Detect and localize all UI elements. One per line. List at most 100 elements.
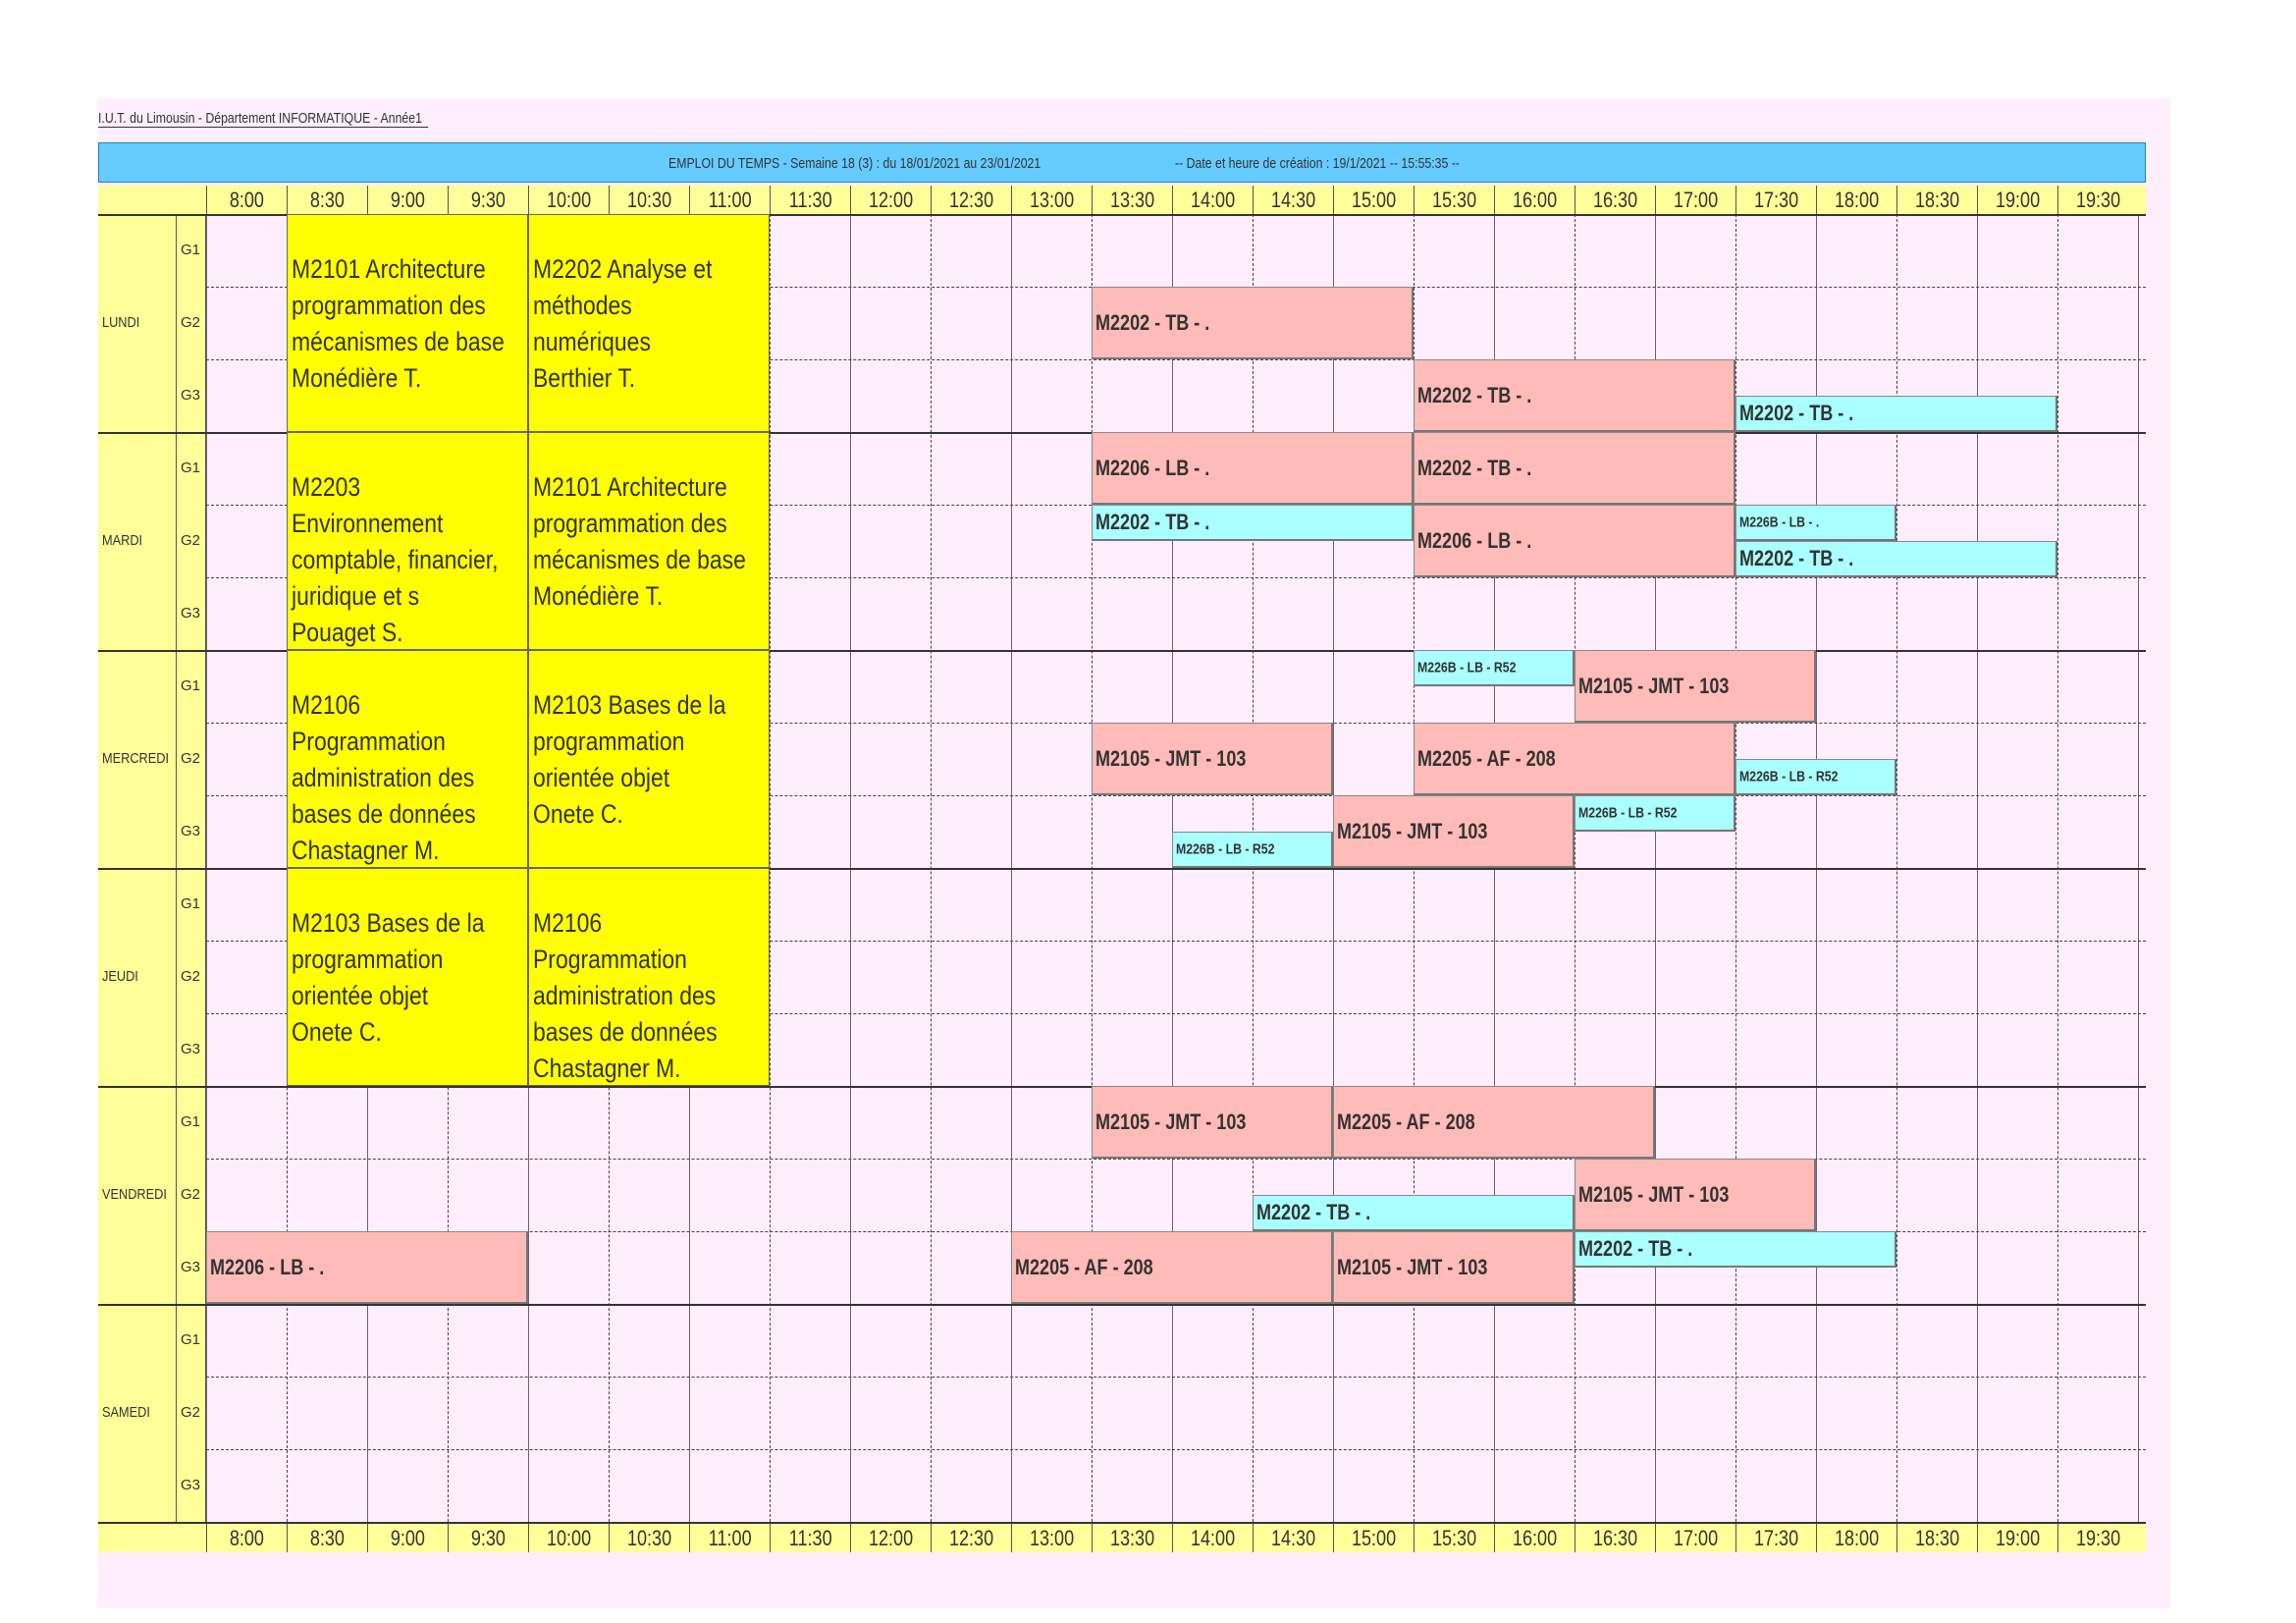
tp-session-block[interactable]: M226B - LB - R52 bbox=[1172, 832, 1333, 868]
day-label: MARDI bbox=[102, 532, 143, 549]
td-session-block[interactable]: M2206 - LB - . bbox=[206, 1231, 528, 1304]
session-label: M2205 - AF - 208 bbox=[1417, 745, 1556, 771]
session-label: M2206 - LB - . bbox=[210, 1254, 325, 1279]
tp-session-block[interactable]: M226B - LB - R52 bbox=[1735, 759, 1896, 795]
lecture-line: administration des bbox=[533, 980, 717, 1010]
time-tick: 17:00 bbox=[1655, 186, 1735, 214]
tp-session-block[interactable]: M2202 - TB - . bbox=[1735, 541, 2057, 577]
group-label: G3 bbox=[181, 387, 201, 404]
grid-line bbox=[206, 1013, 2146, 1014]
tp-session-block[interactable]: M2202 - TB - . bbox=[1575, 1231, 1896, 1268]
lecture-line: Onete C. bbox=[533, 799, 623, 829]
tp-session-block[interactable]: M226B - LB - . bbox=[1735, 505, 1896, 541]
lecture-line: comptable, financier, bbox=[292, 544, 499, 574]
group-label: G2 bbox=[181, 1404, 201, 1421]
time-tick: 16:30 bbox=[1575, 186, 1655, 214]
group-label: G3 bbox=[181, 1259, 201, 1275]
group-label: G2 bbox=[181, 314, 201, 331]
td-session-block[interactable]: M2105 - JMT - 103 bbox=[1333, 795, 1575, 868]
td-session-block[interactable]: M2202 - TB - . bbox=[1092, 287, 1414, 359]
td-session-block[interactable]: M2205 - AF - 208 bbox=[1333, 1086, 1655, 1159]
day-cell: JEUDI bbox=[98, 868, 177, 1086]
td-session-block[interactable]: M2105 - JMT - 103 bbox=[1575, 650, 1816, 723]
time-tick: 12:00 bbox=[850, 1524, 931, 1552]
lecture-line: programmation bbox=[533, 727, 685, 756]
time-tick: 13:30 bbox=[1092, 186, 1172, 214]
session-label: M226B - LB - . bbox=[1739, 514, 1820, 531]
group-label: G2 bbox=[181, 750, 201, 767]
time-tick: 9:30 bbox=[448, 1524, 528, 1552]
session-label: M2202 - TB - . bbox=[1417, 455, 1532, 480]
day-label: VENDREDI bbox=[102, 1186, 167, 1203]
time-tick: 17:30 bbox=[1735, 1524, 1816, 1552]
time-tick: 11:00 bbox=[689, 186, 770, 214]
td-session-block[interactable]: M2206 - LB - . bbox=[1092, 432, 1414, 505]
time-tick: 9:00 bbox=[367, 1524, 448, 1552]
grid-line bbox=[98, 868, 2146, 870]
group-label: G2 bbox=[181, 532, 201, 549]
group-label: G1 bbox=[181, 460, 201, 476]
time-tick: 13:00 bbox=[1011, 1524, 1092, 1552]
session-label: M2105 - JMT - 103 bbox=[1095, 1109, 1247, 1134]
time-tick: 10:00 bbox=[528, 186, 609, 214]
session-label: M2202 - TB - . bbox=[1256, 1200, 1371, 1224]
lecture-line: administration des bbox=[292, 762, 475, 792]
lecture-line: M2106 bbox=[533, 907, 603, 938]
lecture-line: orientée objet bbox=[533, 763, 670, 792]
lecture-line: Pouaget S. bbox=[292, 617, 403, 647]
lecture-line: Monédière T. bbox=[292, 363, 422, 393]
td-session-block[interactable]: M2206 - LB - . bbox=[1414, 505, 1735, 577]
td-session-block[interactable]: M2105 - JMT - 103 bbox=[1092, 1086, 1333, 1159]
session-label: M226B - LB - R52 bbox=[1417, 659, 1517, 676]
td-session-block[interactable]: M2205 - AF - 208 bbox=[1011, 1231, 1333, 1304]
tp-session-block[interactable]: M2202 - TB - . bbox=[1735, 396, 2057, 432]
session-label: M2206 - LB - . bbox=[1417, 527, 1532, 553]
lecture-line: mécanismes de base bbox=[292, 327, 505, 356]
time-tick: 16:00 bbox=[1494, 1524, 1575, 1552]
group-label: G1 bbox=[181, 1331, 201, 1348]
lecture-line: Monédière T. bbox=[533, 581, 664, 611]
time-tick: 10:30 bbox=[609, 1524, 689, 1552]
lecture-line: M2101 Architecture bbox=[533, 472, 727, 502]
day-cell: LUNDI bbox=[98, 214, 177, 432]
page-title: I.U.T. du Limousin - Département INFORMA… bbox=[98, 110, 429, 128]
lecture-line: M2203 bbox=[292, 471, 361, 502]
time-tick: 13:00 bbox=[1011, 186, 1092, 214]
session-label: M2105 - JMT - 103 bbox=[1337, 1254, 1488, 1279]
schedule-banner: EMPLOI DU TEMPS - Semaine 18 (3) : du 18… bbox=[98, 142, 2146, 183]
td-session-block[interactable]: M2105 - JMT - 103 bbox=[1333, 1231, 1575, 1304]
td-session-block[interactable]: M2202 - TB - . bbox=[1414, 432, 1735, 505]
time-tick: 14:00 bbox=[1172, 186, 1253, 214]
lecture-line: mécanismes de base bbox=[533, 545, 746, 574]
tp-session-block[interactable]: M2202 - TB - . bbox=[1092, 505, 1414, 541]
day-cell: MARDI bbox=[98, 432, 177, 650]
session-label: M2202 - TB - . bbox=[1578, 1236, 1693, 1261]
session-label: M2202 - TB - . bbox=[1417, 382, 1532, 407]
time-tick: 18:00 bbox=[1816, 1524, 1896, 1552]
group-label: G2 bbox=[181, 1186, 201, 1203]
time-tick: 18:00 bbox=[1816, 186, 1896, 214]
tp-session-block[interactable]: M2202 - TB - . bbox=[1253, 1195, 1575, 1231]
td-session-block[interactable]: M2205 - AF - 208 bbox=[1414, 723, 1735, 795]
lecture-line: méthodes bbox=[533, 291, 632, 320]
lecture-line: Environnement bbox=[292, 508, 444, 538]
tp-session-block[interactable]: M226B - LB - R52 bbox=[1414, 650, 1575, 686]
td-session-block[interactable]: M2202 - TB - . bbox=[1414, 359, 1735, 432]
session-label: M2206 - LB - . bbox=[1095, 455, 1210, 480]
td-session-block[interactable]: M2105 - JMT - 103 bbox=[1092, 723, 1333, 795]
td-session-block[interactable]: M2105 - JMT - 103 bbox=[1575, 1159, 1816, 1231]
tp-session-block[interactable]: M226B - LB - R52 bbox=[1575, 795, 1735, 832]
session-label: M2205 - AF - 208 bbox=[1337, 1109, 1475, 1134]
